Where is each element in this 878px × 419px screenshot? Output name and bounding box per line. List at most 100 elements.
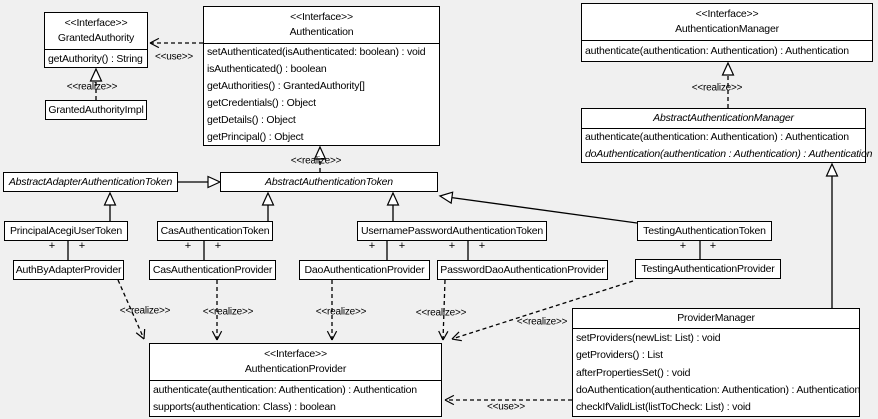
stereotype-text: <<Interface>> bbox=[264, 348, 327, 360]
class-cas-authentication-token: CasAuthenticationToken bbox=[157, 221, 273, 241]
plus-visibility-mark: + bbox=[709, 240, 717, 252]
class-authentication-manager: <<Interface>>AuthenticationManager authen… bbox=[581, 3, 873, 62]
method-signature: authenticate(authentication: Authenticat… bbox=[585, 131, 849, 144]
plus-visibility-mark: + bbox=[214, 240, 222, 252]
method-signature: getCredentials() : Object bbox=[207, 96, 316, 109]
stereotype-label: <<use>> bbox=[486, 401, 526, 413]
class-granted-authority-impl: GrantedAuthorityImpl bbox=[45, 100, 147, 120]
realization-abstract-token-to-authentication bbox=[313, 145, 327, 172]
methods-compartment: authenticate(authentication: Authenticat… bbox=[582, 129, 873, 162]
realization-passworddao-provider-to-authentication-provider bbox=[438, 279, 449, 341]
class-name: PrincipalAcegiUserToken bbox=[9, 225, 123, 237]
generalization-provider-manager-to-abstract-manager bbox=[825, 162, 839, 308]
class-name: GrantedAuthorityImpl bbox=[48, 104, 144, 116]
generalization-usernamepassword-token-to-abstract-token bbox=[386, 191, 400, 221]
method-signature: supports(authentication: Class) : boolea… bbox=[153, 401, 336, 414]
realization-testing-provider-to-authentication-provider bbox=[451, 280, 634, 342]
stereotype-label: <<realize>> bbox=[66, 81, 118, 93]
class-name: PasswordDaoAuthenticationProvider bbox=[440, 264, 605, 276]
class-testing-authentication-provider: TestingAuthenticationProvider bbox=[635, 259, 781, 279]
plus-visibility-mark: + bbox=[478, 240, 486, 252]
class-name: TestingAuthenticationProvider bbox=[641, 263, 775, 275]
class-principal-acegi-user-token: PrincipalAcegiUserToken bbox=[4, 221, 128, 241]
class-password-dao-authentication-provider: PasswordDaoAuthenticationProvider bbox=[437, 260, 608, 280]
class-abstract-authentication-manager: AbstractAuthenticationManager authenticat… bbox=[581, 108, 873, 163]
class-name: GrantedAuthority bbox=[57, 32, 135, 44]
realization-dao-provider-to-authentication-provider bbox=[326, 280, 338, 341]
class-header: <<Interface>> GrantedAuthority bbox=[45, 13, 147, 50]
realization-authbyadapter-to-authentication-provider bbox=[117, 279, 146, 340]
class-dao-authentication-provider: DaoAuthenticationProvider bbox=[299, 260, 430, 280]
method-signature: setProviders(newList: List) : void bbox=[576, 331, 721, 344]
class-username-password-authentication-token: UsernamePasswordAuthenticationToken bbox=[357, 221, 547, 241]
stereotype-text: <<Interface>> bbox=[290, 11, 353, 23]
class-name: CasAuthenticationProvider bbox=[152, 264, 273, 276]
generalization-cas-token-to-abstract-token bbox=[261, 191, 275, 221]
plus-visibility-mark: + bbox=[448, 240, 456, 252]
method-signature: getAuthorities() : GrantedAuthority[] bbox=[207, 80, 365, 93]
method-signature: getDetails() : Object bbox=[207, 113, 296, 126]
method-signature: isAuthenticated() : boolean bbox=[207, 63, 327, 76]
class-abstract-adapter-authentication-token: AbstractAdapterAuthenticationToken bbox=[3, 172, 178, 192]
method-signature: getPrincipal() : Object bbox=[207, 130, 304, 143]
class-name: CasAuthenticationToken bbox=[160, 225, 270, 237]
method-signature: getAuthority() : String bbox=[48, 52, 143, 65]
class-name: TestingAuthenticationToken bbox=[643, 225, 766, 237]
class-name: AbstractAuthenticationToken bbox=[265, 176, 393, 188]
stereotype-label: <<realize>> bbox=[516, 316, 568, 328]
method-signature: doAuthentication(authentication : Authen… bbox=[585, 147, 873, 160]
plus-visibility-mark: + bbox=[48, 240, 56, 252]
stereotype-label: <<realize>> bbox=[415, 307, 467, 319]
class-header: <<Interface>> Authentication bbox=[204, 7, 439, 44]
plus-visibility-mark: + bbox=[78, 240, 86, 252]
stereotype-label: <<realize>> bbox=[119, 305, 171, 317]
class-authentication: <<Interface>> Authentication setAuthentica… bbox=[203, 6, 440, 146]
method-signature: doAuthentication(authentication: Authent… bbox=[576, 383, 861, 396]
class-name: UsernamePasswordAuthenticationToken bbox=[360, 225, 544, 237]
methods-compartment: authenticate(authentication: Authenticat… bbox=[582, 41, 872, 61]
class-testing-authentication-token: TestingAuthenticationToken bbox=[637, 221, 772, 241]
method-signature: authenticate(authentication: Authenticat… bbox=[585, 45, 849, 57]
class-header: ProviderManager bbox=[573, 309, 859, 329]
realization-abstract-manager-to-authentication-manager bbox=[721, 61, 735, 108]
class-name: ProviderManager bbox=[677, 312, 755, 324]
plus-visibility-mark: + bbox=[398, 240, 406, 252]
realization-impl-to-granted-authority bbox=[89, 67, 103, 100]
class-name: AuthenticationProvider bbox=[244, 363, 347, 375]
stereotype-label: <<use>> bbox=[154, 51, 194, 63]
generalization-testing-token-to-abstract-token bbox=[438, 191, 638, 224]
method-signature: afterPropertiesSet() : void bbox=[576, 366, 691, 379]
class-granted-authority: <<Interface>> GrantedAuthority getAuthorit… bbox=[44, 12, 148, 68]
methods-compartment: getAuthority() : String bbox=[45, 50, 147, 67]
plus-visibility-mark: + bbox=[184, 240, 192, 252]
class-cas-authentication-provider: CasAuthenticationProvider bbox=[149, 260, 276, 280]
plus-visibility-mark: + bbox=[368, 240, 376, 252]
realization-cas-provider-to-authentication-provider bbox=[211, 280, 223, 341]
class-name: DaoAuthenticationProvider bbox=[304, 264, 425, 276]
stereotype-label: <<realize>> bbox=[691, 82, 743, 94]
class-name: AuthenticationManager bbox=[675, 23, 779, 35]
class-header: AbstractAuthenticationManager bbox=[582, 109, 865, 129]
stereotype-label: <<realize>> bbox=[202, 306, 254, 318]
methods-compartment: setAuthenticated(isAuthenticated: boolea… bbox=[204, 44, 439, 145]
class-name: AuthByAdapterProvider bbox=[15, 264, 122, 276]
class-provider-manager: ProviderManager setProviders(newList: Lis… bbox=[572, 308, 860, 417]
class-header: <<Interface>>AuthenticationManager bbox=[582, 4, 872, 41]
class-name: Authentication bbox=[289, 26, 354, 38]
generalization-adapter-token-to-abstract-token bbox=[178, 175, 222, 189]
class-auth-by-adapter-provider: AuthByAdapterProvider bbox=[13, 260, 124, 280]
stereotype-label: <<realize>> bbox=[290, 155, 342, 167]
class-name: AbstractAdapterAuthenticationToken bbox=[8, 176, 173, 188]
stereotype-text: <<Interface>> bbox=[64, 17, 128, 29]
class-name: AbstractAuthenticationManager bbox=[653, 112, 794, 124]
class-abstract-authentication-token: AbstractAuthenticationToken bbox=[220, 172, 438, 192]
use-provider-manager-to-authentication-provider bbox=[444, 394, 572, 406]
method-signature: checkIfValidList(listToCheck: List) : vo… bbox=[576, 401, 751, 414]
use-authentication-to-granted-authority bbox=[149, 37, 203, 49]
generalization-principal-token-to-adapter-token bbox=[103, 191, 117, 221]
stereotype-label: <<realize>> bbox=[315, 306, 367, 318]
methods-compartment: authenticate(authentication: Authenticat… bbox=[150, 381, 441, 416]
method-signature: getProviders() : List bbox=[576, 349, 663, 362]
